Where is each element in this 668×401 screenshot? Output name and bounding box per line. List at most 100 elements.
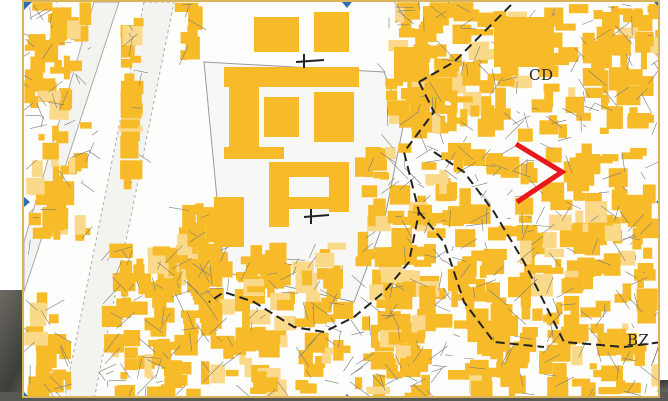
building	[398, 143, 412, 153]
parcel-line	[195, 323, 210, 342]
parcel-line	[488, 289, 508, 306]
building	[41, 374, 60, 383]
parcel-line	[653, 62, 658, 70]
building	[471, 380, 493, 396]
building	[479, 265, 487, 278]
building	[453, 265, 461, 286]
parcel-line	[460, 238, 478, 249]
building	[419, 285, 436, 310]
building	[370, 352, 393, 370]
building	[180, 31, 189, 44]
parcel-line	[136, 281, 140, 288]
building	[184, 316, 196, 337]
parcel-line	[121, 250, 128, 259]
building	[42, 142, 59, 160]
parcel-line	[523, 112, 529, 129]
building	[48, 314, 59, 324]
building	[581, 143, 592, 159]
building	[647, 6, 658, 13]
cadastral-map[interactable]: CD BZ	[22, 0, 660, 398]
parcel-line	[128, 283, 134, 291]
building	[572, 378, 590, 387]
building	[35, 365, 50, 387]
building	[581, 382, 596, 396]
parcel-line	[602, 172, 622, 180]
parcel-line	[197, 260, 210, 278]
parcel-line	[449, 209, 451, 228]
parcel-line	[280, 271, 296, 281]
building	[153, 344, 163, 366]
parcel-line	[611, 21, 630, 37]
parcel-line	[71, 150, 91, 158]
parcel-line	[481, 149, 491, 160]
building	[521, 302, 531, 320]
parcel-line	[641, 93, 652, 114]
building	[192, 326, 199, 335]
building	[227, 345, 247, 356]
parcel-line	[631, 323, 635, 329]
parcel-line	[580, 310, 593, 320]
building	[249, 309, 271, 325]
parcel-line	[351, 274, 366, 288]
parcel-line	[126, 250, 133, 266]
parcel-line	[161, 306, 165, 324]
parcel-line	[266, 272, 278, 275]
parcel-line	[129, 181, 132, 184]
parcel-line	[29, 8, 48, 19]
parcel-line	[178, 45, 189, 66]
building	[565, 96, 585, 113]
parcel-line	[389, 310, 400, 329]
building	[425, 174, 449, 184]
building	[123, 170, 132, 190]
building	[568, 4, 589, 14]
building	[122, 26, 143, 46]
building	[518, 215, 532, 223]
building	[519, 332, 537, 353]
parcel-line	[176, 282, 180, 288]
parcel-line	[565, 155, 573, 174]
parcel-line	[644, 383, 648, 394]
parcel-line	[408, 364, 410, 367]
building	[217, 339, 240, 349]
parcel-line	[240, 261, 250, 280]
building	[28, 212, 41, 226]
parcel-line	[424, 159, 444, 163]
building	[520, 240, 532, 265]
parcel-line	[165, 245, 183, 264]
parcel-line	[418, 183, 425, 189]
parcel-line	[401, 220, 412, 238]
parcel-line	[36, 103, 44, 120]
parcel-line	[133, 295, 143, 301]
building	[186, 388, 201, 396]
building	[477, 118, 495, 137]
parcel-line	[514, 291, 525, 302]
parcel-line	[588, 70, 608, 87]
parcel-line	[593, 28, 612, 41]
parcel-line	[451, 246, 454, 252]
parcel-line	[281, 292, 298, 294]
parcel-line	[580, 36, 587, 46]
building	[539, 120, 559, 135]
parcel-line	[430, 367, 443, 383]
building	[389, 287, 413, 310]
parcel-line	[259, 314, 266, 320]
building	[51, 155, 59, 167]
building	[577, 257, 595, 277]
building	[470, 105, 480, 117]
parcel-line	[492, 335, 495, 342]
building	[244, 357, 253, 378]
parcel-line	[657, 93, 658, 95]
building	[373, 198, 386, 219]
parcel-line	[159, 312, 171, 330]
building	[479, 96, 492, 113]
parcel-line	[628, 36, 631, 43]
parcel-line	[192, 263, 211, 276]
building	[421, 374, 430, 396]
building	[68, 157, 76, 174]
parcel-line	[480, 190, 487, 199]
building	[355, 157, 368, 177]
parcel-line	[175, 293, 185, 312]
building	[486, 153, 503, 175]
building	[25, 69, 42, 92]
building	[546, 344, 571, 362]
